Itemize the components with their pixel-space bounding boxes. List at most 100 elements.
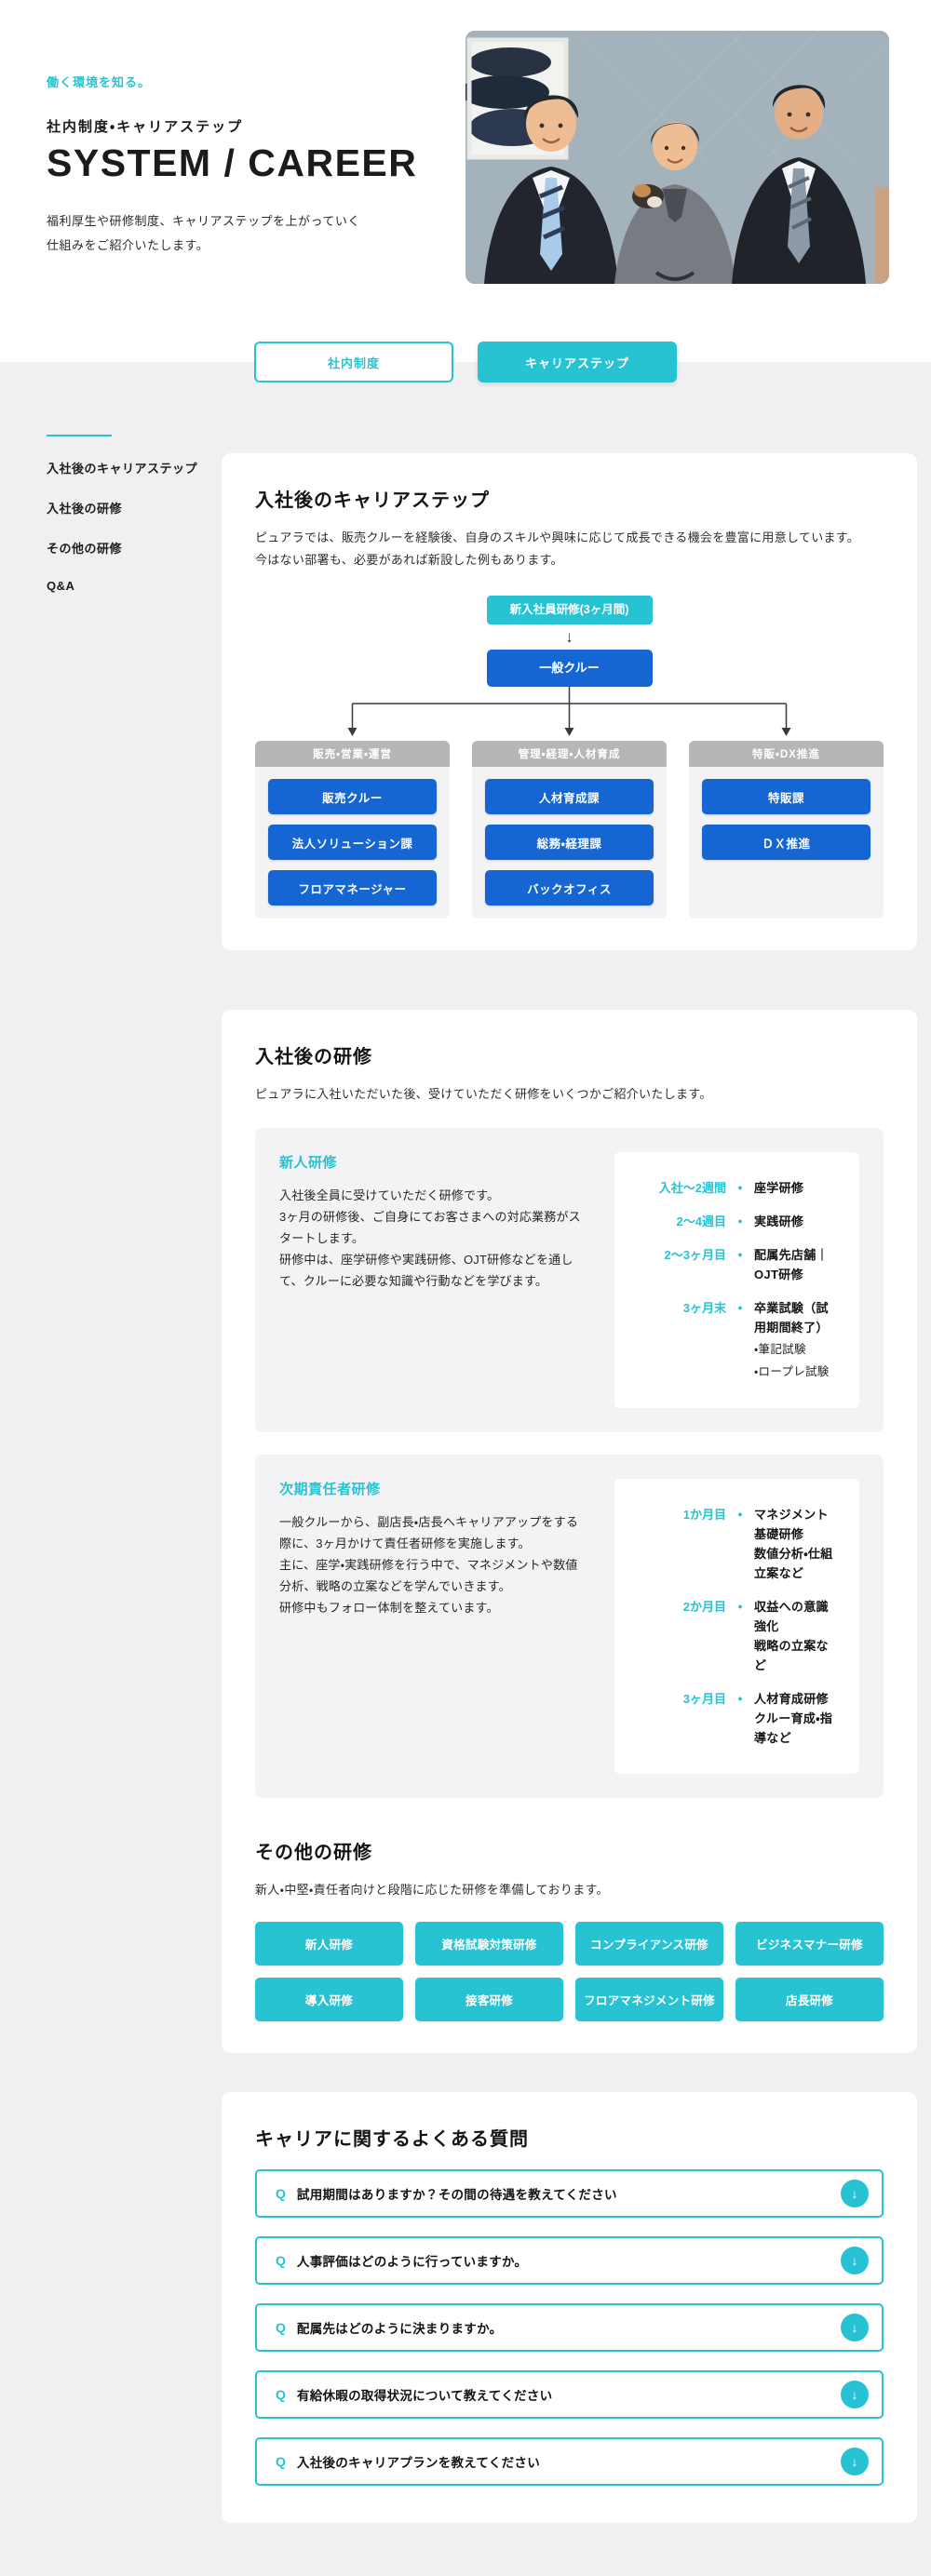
faq-question: 入社後のキャリアプランを教えてください bbox=[296, 2456, 541, 2470]
career-column-dx: 特販・DX推進 特販課 ＤＸ推進 bbox=[689, 741, 884, 919]
timeline-content: マネジメント基礎研修 数値分析・仕組立案など bbox=[754, 1505, 837, 1583]
career-node-back-office: バックオフィス bbox=[485, 870, 654, 906]
hero-description: 福利厚生や研修制度、キャリアステップを上がっていく 仕組みをご紹介いたします。 bbox=[47, 209, 447, 258]
tab-company-system[interactable]: 社内制度 bbox=[254, 342, 453, 382]
career-column-admin-header: 管理・経理・人材育成 bbox=[472, 741, 667, 767]
career-node-dx-promotion: ＤＸ推進 bbox=[702, 825, 870, 860]
faq-q-icon: Q bbox=[276, 2454, 286, 2469]
faq-expand-arrow-icon[interactable]: ↓ bbox=[841, 2448, 869, 2475]
training-description: ピュアラに入社いただいた後、受けていただく研修をいくつかご紹介いたします。 bbox=[255, 1087, 712, 1101]
other-training-title: その他の研修 bbox=[255, 1843, 372, 1863]
faq-item-evaluation[interactable]: Q 人事評価はどのように行っていますか。 ↓ bbox=[255, 2236, 884, 2285]
career-column-sales: 販売・営業・運営 販売クルー 法人ソリューション課 フロアマネージャー bbox=[255, 741, 450, 919]
training-block-newbie: 新人研修 入社後全員に受けていただく研修です。 3ヶ月の研修後、ご自身にてお客さ… bbox=[255, 1128, 884, 1432]
timeline-period: 2〜3ヶ月目 bbox=[664, 1248, 726, 1262]
timeline-content: 実践研修 bbox=[754, 1214, 804, 1228]
faq-item-career-plan[interactable]: Q 入社後のキャリアプランを教えてください ↓ bbox=[255, 2437, 884, 2486]
career-column-dx-body: 特販課 ＤＸ推進 bbox=[689, 767, 884, 860]
timeline-period: 2か月目 bbox=[682, 1600, 726, 1614]
career-node-hr-development: 人材育成課 bbox=[485, 779, 654, 814]
faq-question: 有給休暇の取得状況について教えてください bbox=[296, 2389, 553, 2403]
newbie-text-line2: 3ヶ月の研修後、ご自身にてお客さまへの対応業務がスタートします。 bbox=[279, 1210, 581, 1245]
timeline-content: 収益への意識強化 戦略の立案など bbox=[754, 1597, 837, 1675]
career-column-admin-body: 人材育成課 総務・経理課 バックオフィス bbox=[472, 767, 667, 906]
team-photo bbox=[466, 31, 889, 284]
faq-expand-arrow-icon[interactable]: ↓ bbox=[841, 2381, 869, 2408]
timeline-row: 2か月目 ● 収益への意識強化 戦略の立案など bbox=[637, 1597, 837, 1675]
career-node-floor-manager: フロアマネージャー bbox=[268, 870, 437, 906]
training-block-manager: 次期責任者研修 一般クルーから、副店長・店長へキャリアアップをする際に、3ヶ月か… bbox=[255, 1455, 884, 1798]
training-block-manager-timeline: 1か月目 ● マネジメント基礎研修 数値分析・仕組立案など 2か月目 ● 収益 bbox=[614, 1479, 859, 1774]
career-step-card: 入社後のキャリアステップ ピュアラでは、販売クルーを経験後、自身のスキルや興味に… bbox=[222, 453, 917, 950]
timeline-content-line: 数値分析・仕組立案など bbox=[754, 1547, 833, 1580]
sidebar-accent-rule bbox=[47, 435, 112, 436]
training-chip-store-manager: 店長研修 bbox=[735, 1978, 884, 2021]
section-tabs: 社内制度 キャリアステップ bbox=[0, 342, 931, 382]
training-chip-compliance: コンプライアンス研修 bbox=[575, 1922, 723, 1966]
faq-q-icon: Q bbox=[276, 2320, 286, 2335]
training-card: 入社後の研修 ピュアラに入社いただいた後、受けていただく研修をいくつかご紹介いた… bbox=[222, 1010, 917, 2053]
timeline-row: 2〜3ヶ月目 ● 配属先店舗｜OJT研修 bbox=[637, 1245, 837, 1284]
training-block-newbie-timeline: 入社〜2週間 ● 座学研修 2〜4週目 ● 実践研修 2〜3ヶ月目 ● bbox=[614, 1152, 859, 1408]
timeline-content: 人材育成研修 クルー育成・指導など bbox=[754, 1689, 837, 1748]
timeline-content-line: 収益への意識強化 bbox=[754, 1600, 829, 1633]
manager-text-line1: 一般クルーから、副店長・店長へキャリアアップをする際に、3ヶ月かけて責任者研修を… bbox=[279, 1515, 579, 1550]
career-column-admin: 管理・経理・人材育成 人材育成課 総務・経理課 バックオフィス bbox=[472, 741, 667, 919]
training-block-newbie-heading: 新人研修 bbox=[279, 1155, 338, 1171]
faq-item-probation[interactable]: Q 試用期間はありますか？その間の待遇を教えてください ↓ bbox=[255, 2169, 884, 2218]
faq-question: 人事評価はどのように行っていますか。 bbox=[296, 2255, 528, 2269]
sidebar-item-qa[interactable]: Q&A bbox=[47, 579, 75, 593]
hero-description-line2: 仕組みをご紹介いたします。 bbox=[47, 238, 209, 252]
training-block-newbie-text: 入社後全員に受けていただく研修です。 3ヶ月の研修後、ご自身にてお客さまへの対応… bbox=[279, 1185, 587, 1292]
faq-item-paid-leave[interactable]: Q 有給休暇の取得状況について教えてください ↓ bbox=[255, 2370, 884, 2419]
timeline-period: 3ヶ月末 bbox=[682, 1301, 726, 1315]
career-step-description: ピュアラでは、販売クルーを経験後、自身のスキルや興味に応じて成長できる機会を豊富… bbox=[255, 527, 884, 571]
faq-expand-arrow-icon[interactable]: ↓ bbox=[841, 2314, 869, 2341]
training-block-manager-left: 次期責任者研修 一般クルーから、副店長・店長へキャリアアップをする際に、3ヶ月か… bbox=[279, 1479, 587, 1774]
career-step-description-line2: 今はない部署も、必要があれば新設した例もあります。 bbox=[255, 553, 563, 567]
timeline-dot-icon: ● bbox=[737, 1183, 743, 1192]
faq-expand-arrow-icon[interactable]: ↓ bbox=[841, 2180, 869, 2207]
training-block-manager-heading: 次期責任者研修 bbox=[279, 1482, 381, 1497]
career-step-description-line1: ピュアラでは、販売クルーを経験後、自身のスキルや興味に応じて成長できる機会を豊富… bbox=[255, 530, 860, 544]
timeline-row: 1か月目 ● マネジメント基礎研修 数値分析・仕組立案など bbox=[637, 1505, 837, 1583]
faq-question: 試用期間はありますか？その間の待遇を教えてください bbox=[296, 2188, 617, 2202]
faq-q-icon: Q bbox=[276, 2387, 286, 2402]
other-training-description: 新人・中堅・責任者向けと段階に応じた研修を準備しております。 bbox=[255, 1883, 609, 1897]
career-node-corporate-solution: 法人ソリューション課 bbox=[268, 825, 437, 860]
timeline-row: 2〜4週目 ● 実践研修 bbox=[637, 1212, 837, 1231]
timeline-sub-item: ・ロープレ試験 bbox=[754, 1365, 830, 1378]
timeline-dot-icon: ● bbox=[737, 1250, 743, 1259]
timeline-row: 入社〜2週間 ● 座学研修 bbox=[637, 1178, 837, 1198]
career-columns: 販売・営業・運営 販売クルー 法人ソリューション課 フロアマネージャー 管理・経… bbox=[255, 741, 884, 919]
career-column-sales-header: 販売・営業・運営 bbox=[255, 741, 450, 767]
timeline-content-line: 卒業試験（試用期間終了） bbox=[754, 1301, 829, 1335]
timeline-dot-icon: ● bbox=[737, 1216, 743, 1226]
career-org-chart: 新入社員研修(3ヶ月間) ↓ 一般クルー bbox=[255, 596, 884, 919]
training-chip-customer-service: 接客研修 bbox=[415, 1978, 563, 2021]
hero-section: 働く環境を知る。 社内制度・キャリアステップ SYSTEM / CAREER 福… bbox=[0, 0, 931, 362]
timeline-content-line: 人材育成研修 bbox=[754, 1692, 829, 1706]
training-chip-newbie: 新人研修 bbox=[255, 1922, 403, 1966]
career-node-special-sales: 特販課 bbox=[702, 779, 870, 814]
content-body: 入社後のキャリアステップ 入社後の研修 その他の研修 Q&A 入社後のキャリアス… bbox=[0, 362, 931, 2576]
sidebar-item-other-training[interactable]: その他の研修 bbox=[47, 542, 123, 556]
timeline-content: 卒業試験（試用期間終了） ・筆記試験 ・ロープレ試験 bbox=[754, 1298, 837, 1382]
timeline-dot-icon: ● bbox=[737, 1509, 743, 1519]
faq-item-assignment[interactable]: Q 配属先はどのように決まりますか。 ↓ bbox=[255, 2303, 884, 2352]
timeline-content-line: クルー育成・指導など bbox=[754, 1711, 833, 1745]
sidebar-item-career-step[interactable]: 入社後のキャリアステップ bbox=[47, 462, 198, 476]
faq-card: キャリアに関するよくある質問 Q 試用期間はありますか？その間の待遇を教えてくだ… bbox=[222, 2092, 917, 2523]
page-title: SYSTEM / CAREER bbox=[47, 141, 418, 184]
sidebar-item-training[interactable]: 入社後の研修 bbox=[47, 502, 123, 516]
tab-career-step[interactable]: キャリアステップ bbox=[478, 342, 677, 382]
career-column-sales-body: 販売クルー 法人ソリューション課 フロアマネージャー bbox=[255, 767, 450, 906]
career-step-title: 入社後のキャリアステップ bbox=[255, 490, 490, 511]
career-node-sales-crew: 販売クルー bbox=[268, 779, 437, 814]
faq-expand-arrow-icon[interactable]: ↓ bbox=[841, 2247, 869, 2274]
timeline-period: 1か月目 bbox=[682, 1508, 726, 1522]
timeline-content-line: 戦略の立案など bbox=[754, 1639, 829, 1672]
chart-node-newhire-training: 新入社員研修(3ヶ月間) bbox=[486, 596, 653, 624]
timeline-content: 座学研修 bbox=[754, 1181, 804, 1195]
timeline-row: 3ヶ月末 ● 卒業試験（試用期間終了） ・筆記試験 ・ロープレ試験 bbox=[637, 1298, 837, 1382]
